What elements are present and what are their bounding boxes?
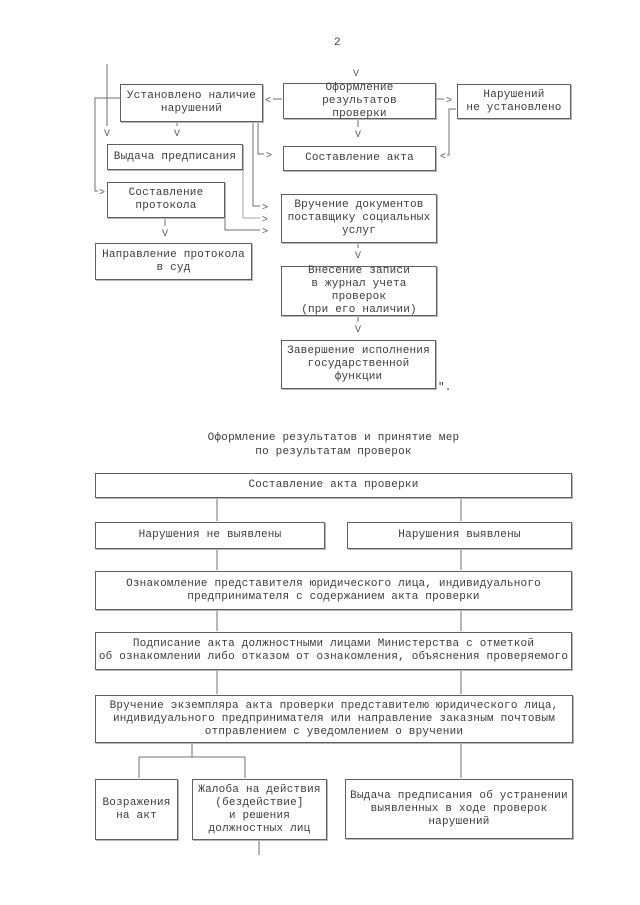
flow-box-narusheniya-ne-vyyavleny: Нарушения не выявлены [95, 522, 325, 549]
flow-box-ustanovleno-nalichie: Установлено наличие нарушений [120, 84, 263, 122]
arrow-right-icon: > [99, 188, 105, 199]
arrow-down-icon: V [353, 69, 359, 80]
flow-box-zavershenie-ispolneniya: Завершение исполнения государственной фу… [281, 340, 436, 389]
arrow-down-icon: V [104, 129, 110, 140]
arrow-right-icon: > [446, 96, 452, 107]
flow-box-vydacha-predpisaniya-ustranenie: Выдача предписания об устранении выявлен… [345, 779, 573, 839]
arrow-left-icon: < [265, 96, 271, 107]
flow-box-napravlenie-protokola: Направление протокола в суд [95, 243, 252, 280]
chart2-title: Оформление результатов и принятие мер по… [207, 432, 460, 458]
flow-box-oformlenie-rezultatov: Оформление результатов проверки [283, 82, 436, 120]
flow-box-vozrazheniya: Возражения на акт [95, 779, 178, 840]
arrow-down-icon: V [162, 229, 168, 240]
arrow-right-icon: > [266, 151, 272, 162]
page-number: 2 [334, 37, 341, 49]
flow-box-vydacha-predpisaniya: Выдача предписания [107, 144, 243, 170]
arrow-right-icon: > [262, 215, 268, 226]
arrow-down-icon: V [355, 130, 361, 141]
flow-connectors [94, 64, 462, 855]
arrow-right-icon: > [262, 203, 268, 214]
flow-box-vruchenie-ekzemplyara: Вручение экземпляра акта проверки предст… [95, 695, 573, 743]
flow-box-sostavlenie-akta-proverki: Составление акта проверки [95, 473, 572, 498]
flow-box-oznakomlenie: Ознакомление представителя юридического … [95, 571, 572, 610]
flow-connector-gray [242, 170, 260, 219]
arrow-right-icon: > [262, 227, 268, 238]
flow-box-narusheniy-ne-ustanovleno: Нарушений не установлено [457, 84, 571, 119]
arrow-down-icon: V [355, 325, 361, 336]
closing-quote-mark: ". [438, 382, 452, 394]
flow-box-podpisanie: Подписание акта должностными лицами Мини… [95, 632, 572, 670]
flow-box-sostavlenie-protokola: Составление протокола [107, 182, 225, 218]
arrow-down-icon: V [174, 129, 180, 140]
flow-box-vruchenie-dokumentov: Вручение документов поставщику социальны… [281, 194, 437, 243]
arrow-left-icon: < [440, 152, 446, 163]
arrow-down-icon: V [355, 251, 361, 262]
flow-box-vnesenie-zapisi: Внесение записи в журнал учета проверок … [281, 265, 437, 316]
flow-box-zhaloba: Жалоба на действия (бездействие] и решен… [192, 779, 327, 840]
flow-box-narusheniya-vyyavleny: Нарушения выявлены [347, 522, 572, 549]
flow-box-sostavlenie-akta: Составление акта [283, 146, 436, 171]
